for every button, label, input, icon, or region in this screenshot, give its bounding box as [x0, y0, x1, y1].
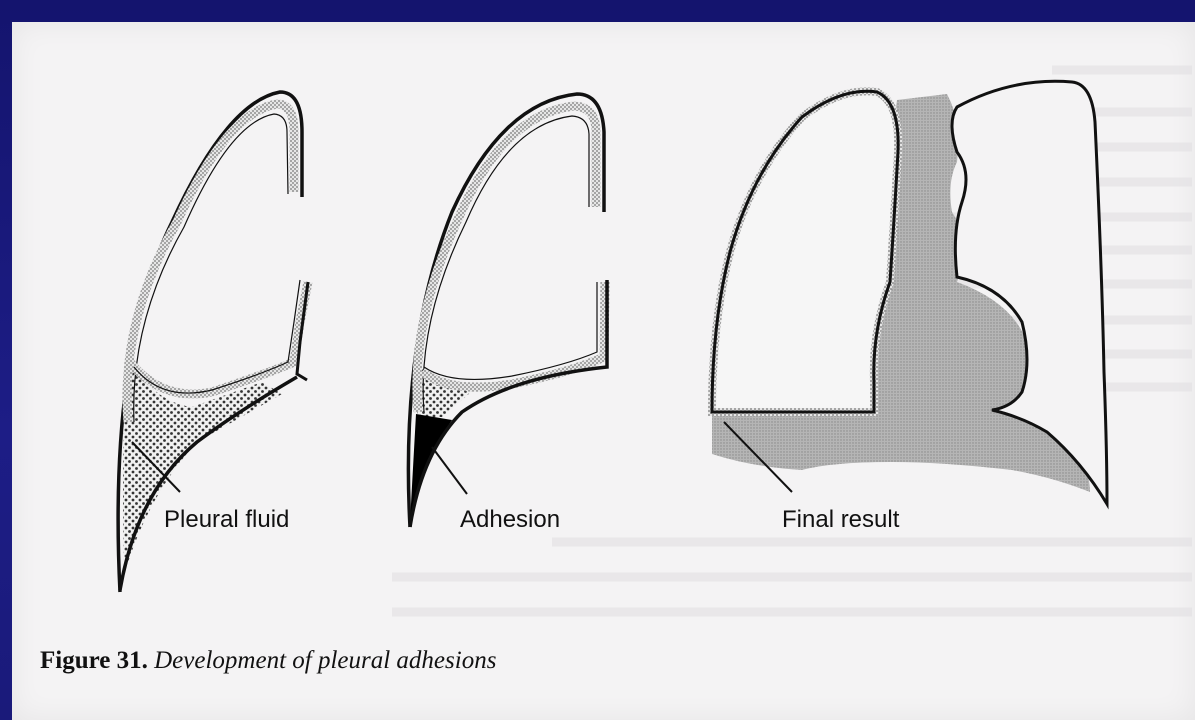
label-pleural-fluid: Pleural fluid — [164, 506, 289, 534]
figure-caption: Figure 31. Development of pleural adhesi… — [40, 647, 496, 675]
left-lung — [712, 91, 898, 412]
scanned-figure-page: Pleural fluid Adhesion Final result Figu… — [12, 22, 1195, 720]
label-adhesion: Adhesion — [460, 506, 560, 534]
figure-description: Development of pleural adhesions — [154, 647, 496, 674]
leader-line-adhesion — [432, 447, 467, 494]
pleural-diagram — [12, 22, 1195, 720]
figure-number: Figure 31. — [40, 647, 148, 674]
mediastinal-line — [134, 280, 300, 393]
label-final-result: Final result — [782, 506, 899, 534]
lung-adhesion — [408, 94, 607, 527]
mediastinal-border — [130, 282, 308, 394]
lung-final-result — [712, 81, 1107, 504]
chest-wall-outline-2 — [408, 94, 604, 527]
